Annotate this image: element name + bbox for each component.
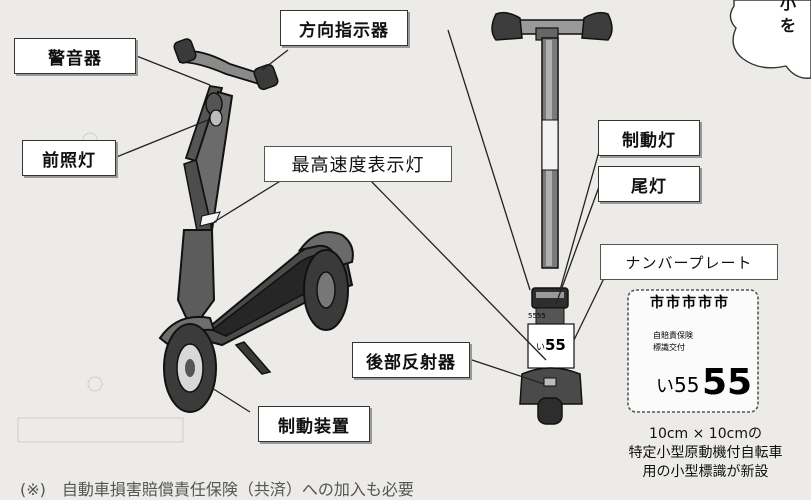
bottom-note: (※) 自動車損害賠償責任保険（共済）への加入も必要 (20, 480, 414, 499)
scooter-rear-illustration: い 5555 55 (491, 11, 613, 425)
plate-small-text-2: 標識交付 (653, 342, 685, 352)
speech-bubble (729, 0, 811, 79)
caption-line-2: 特定小型原動機付自転車 (628, 445, 783, 461)
scooter-plate-number-large: 55 (545, 336, 566, 354)
background-page (17, 132, 184, 443)
label-number-plate: ナンバープレート (600, 244, 778, 280)
label-rear-reflector: 後部反射器 (352, 342, 470, 378)
plate-number-large: 55 (702, 362, 752, 403)
label-brake-device: 制動装置 (258, 406, 370, 442)
label-turn-signal: 方向指示器 (280, 10, 408, 46)
label-brake-light: 制動灯 (598, 120, 700, 156)
scooter-plate-kana: い (536, 343, 545, 353)
leader-lines (113, 29, 632, 413)
bubble-text-2: を (780, 16, 797, 35)
scooter-plate-number-small: 5555 (528, 312, 546, 320)
caption-line-1: 10cm × 10cmの (649, 426, 762, 442)
plate-kana: い (656, 376, 674, 397)
plate-number-small: 55 (674, 373, 699, 397)
plate-top-row: 市市市市市 (650, 294, 730, 311)
scooter-side-illustration (158, 38, 354, 413)
label-horn: 警音器 (14, 38, 136, 74)
bubble-text-1: 小 (780, 0, 797, 13)
caption-line-3: 用の小型標識が新設 (642, 464, 769, 480)
label-tail-light: 尾灯 (598, 166, 700, 202)
label-headlight: 前照灯 (22, 140, 116, 176)
plate-detail: 市市市市市 自賠責保険 標識交付 い 55 55 (627, 289, 759, 413)
plate-caption: 10cm × 10cmの 特定小型原動機付自転車 用の小型標識が新設 (600, 425, 811, 482)
plate-small-text-1: 自賠責保険 (653, 330, 693, 340)
label-max-speed-lamp: 最高速度表示灯 (264, 146, 452, 182)
